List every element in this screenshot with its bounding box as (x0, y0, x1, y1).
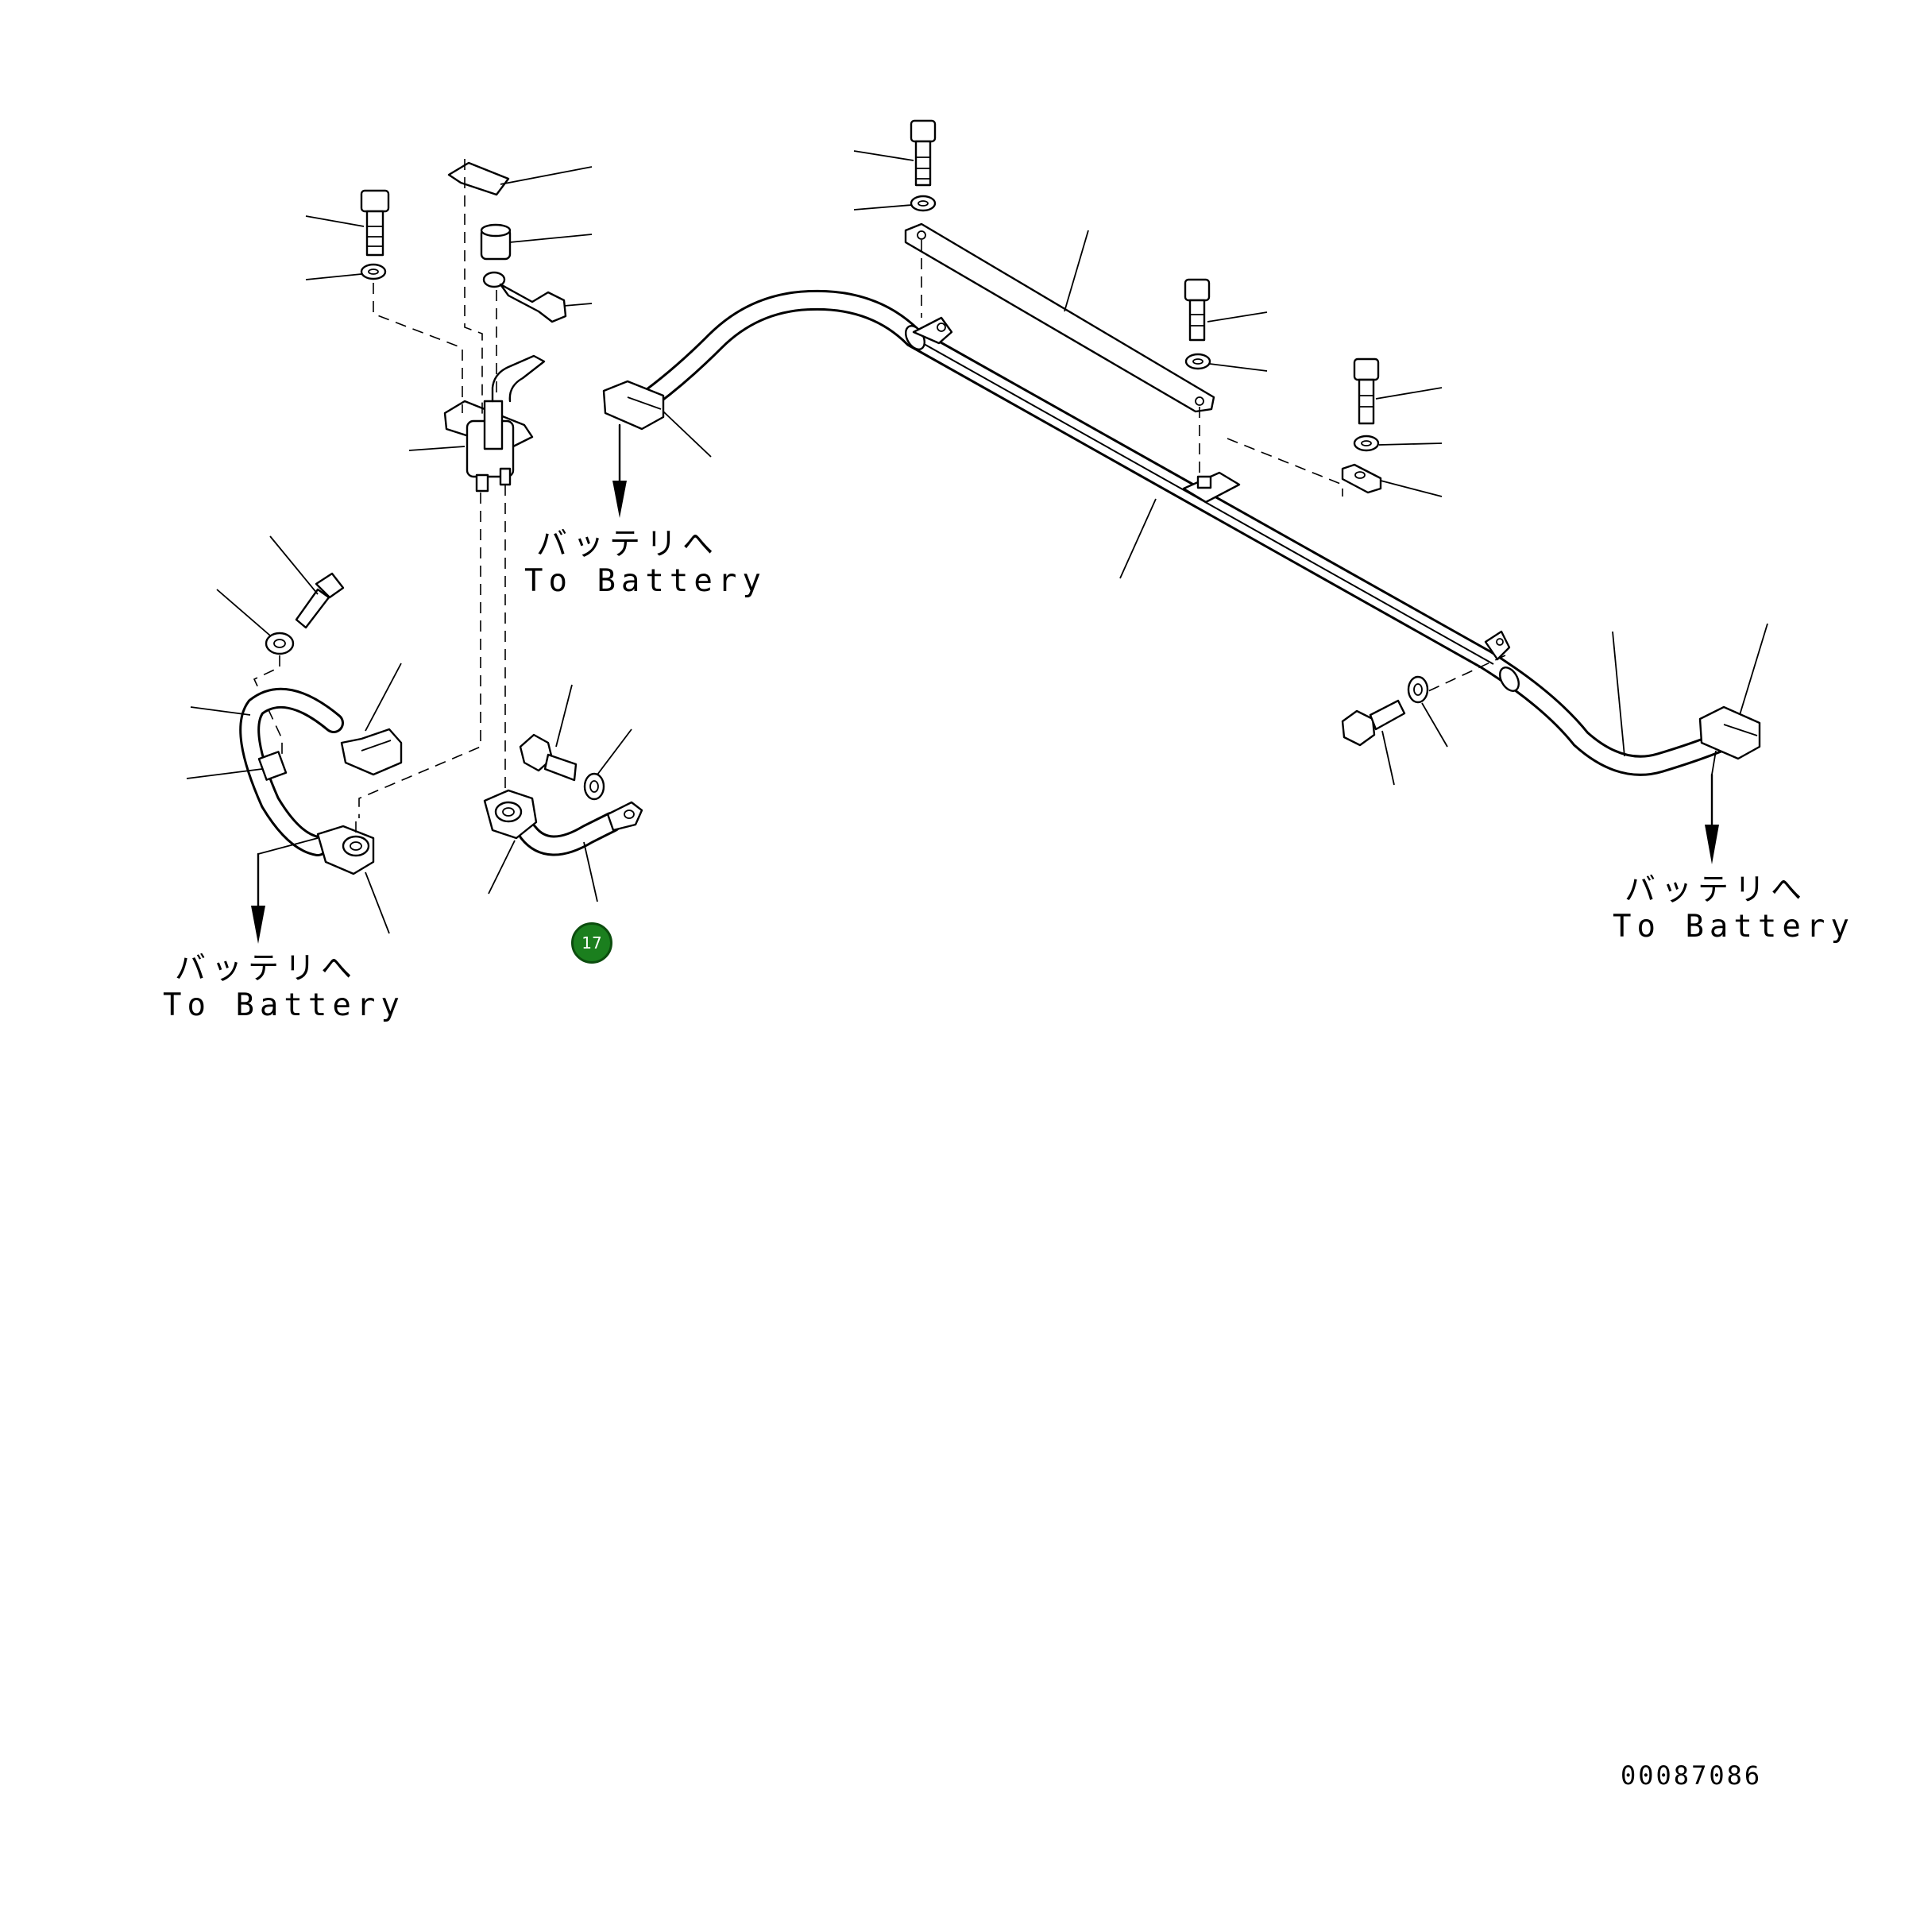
arrow-right (1705, 750, 1719, 864)
washer-right-1 (1184, 353, 1268, 372)
clip-right (1341, 463, 1443, 497)
washer-upper-left (305, 263, 387, 280)
cable-main (641, 289, 1738, 776)
bolt-top-center (853, 119, 937, 187)
battery-label-right-jp: バッテリへ (1624, 872, 1807, 908)
bolt-right-1 (1184, 278, 1268, 342)
terminal-main-right (1698, 623, 1768, 760)
washer-lower-right (1407, 675, 1448, 748)
battery-label-left-en: To Battery (163, 987, 405, 1023)
cable-bracket (904, 222, 1215, 413)
retainer-clip (447, 161, 593, 196)
bolt-center (519, 684, 578, 782)
battery-label-center: バッテリへ To Battery (524, 527, 767, 600)
drawing-number: 00087086 (1621, 1760, 1763, 1791)
part-callout-badge[interactable]: 17 (571, 922, 612, 964)
battery-label-center-jp: バッテリへ (535, 527, 719, 562)
bolt-mid-left (269, 535, 345, 629)
clamp-plate (1182, 471, 1241, 504)
bolt-upper-left (305, 189, 390, 257)
cable-left (186, 663, 403, 856)
battery-label-right-en: To Battery (1613, 909, 1855, 945)
washer-top-center (853, 195, 937, 212)
battery-label-left-jp: バッテリへ (174, 951, 357, 987)
washer-center (583, 728, 632, 801)
washer-mid-left (216, 589, 295, 655)
arrow-center (612, 423, 627, 518)
disconnect-switch (408, 354, 546, 493)
battery-label-center-en: To Battery (524, 563, 767, 599)
washer-right-2 (1353, 435, 1443, 452)
bolt-lower-right (1341, 699, 1406, 786)
switch-key (482, 271, 593, 323)
battery-label-left: バッテリへ To Battery (163, 951, 405, 1024)
bolt-right-2 (1353, 357, 1443, 425)
cable-center (483, 789, 643, 902)
terminal-main-left (602, 380, 712, 458)
arrow-left (251, 837, 319, 944)
terminal-lug-left (316, 825, 390, 934)
bushing (480, 223, 593, 261)
battery-label-right: バッテリへ To Battery (1613, 872, 1855, 945)
